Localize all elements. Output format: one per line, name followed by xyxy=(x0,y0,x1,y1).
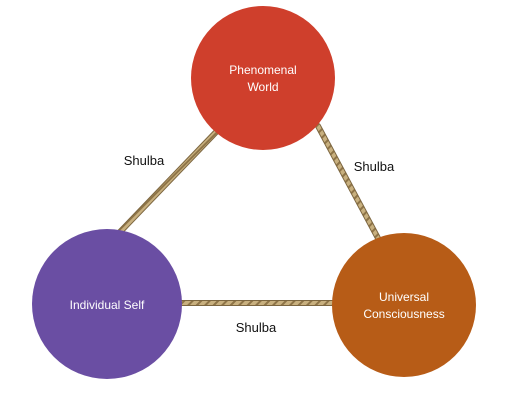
node-phenomenal-world: Phenomenal World xyxy=(191,6,335,150)
node-individual-self: Individual Self xyxy=(32,229,182,379)
rope-world-to-consciousness xyxy=(315,123,383,245)
edge-label-self-to-world: Shulba xyxy=(124,153,165,168)
rope-self-to-world xyxy=(117,127,221,235)
edge-label-self-to-consciousness: Shulba xyxy=(236,320,277,335)
node-universal-consciousness-label-line2: Consciousness xyxy=(363,307,444,321)
node-universal-consciousness-label-line1: Universal xyxy=(379,290,429,304)
edge-label-world-to-consciousness: Shulba xyxy=(354,159,395,174)
node-phenomenal-world-circle xyxy=(191,6,335,150)
node-individual-self-label: Individual Self xyxy=(70,298,145,312)
node-universal-consciousness: Universal Consciousness xyxy=(332,233,476,377)
node-universal-consciousness-circle xyxy=(332,233,476,377)
node-individual-self-circle xyxy=(32,229,182,379)
node-phenomenal-world-label-line2: World xyxy=(247,80,278,94)
node-phenomenal-world-label-line1: Phenomenal xyxy=(229,63,296,77)
